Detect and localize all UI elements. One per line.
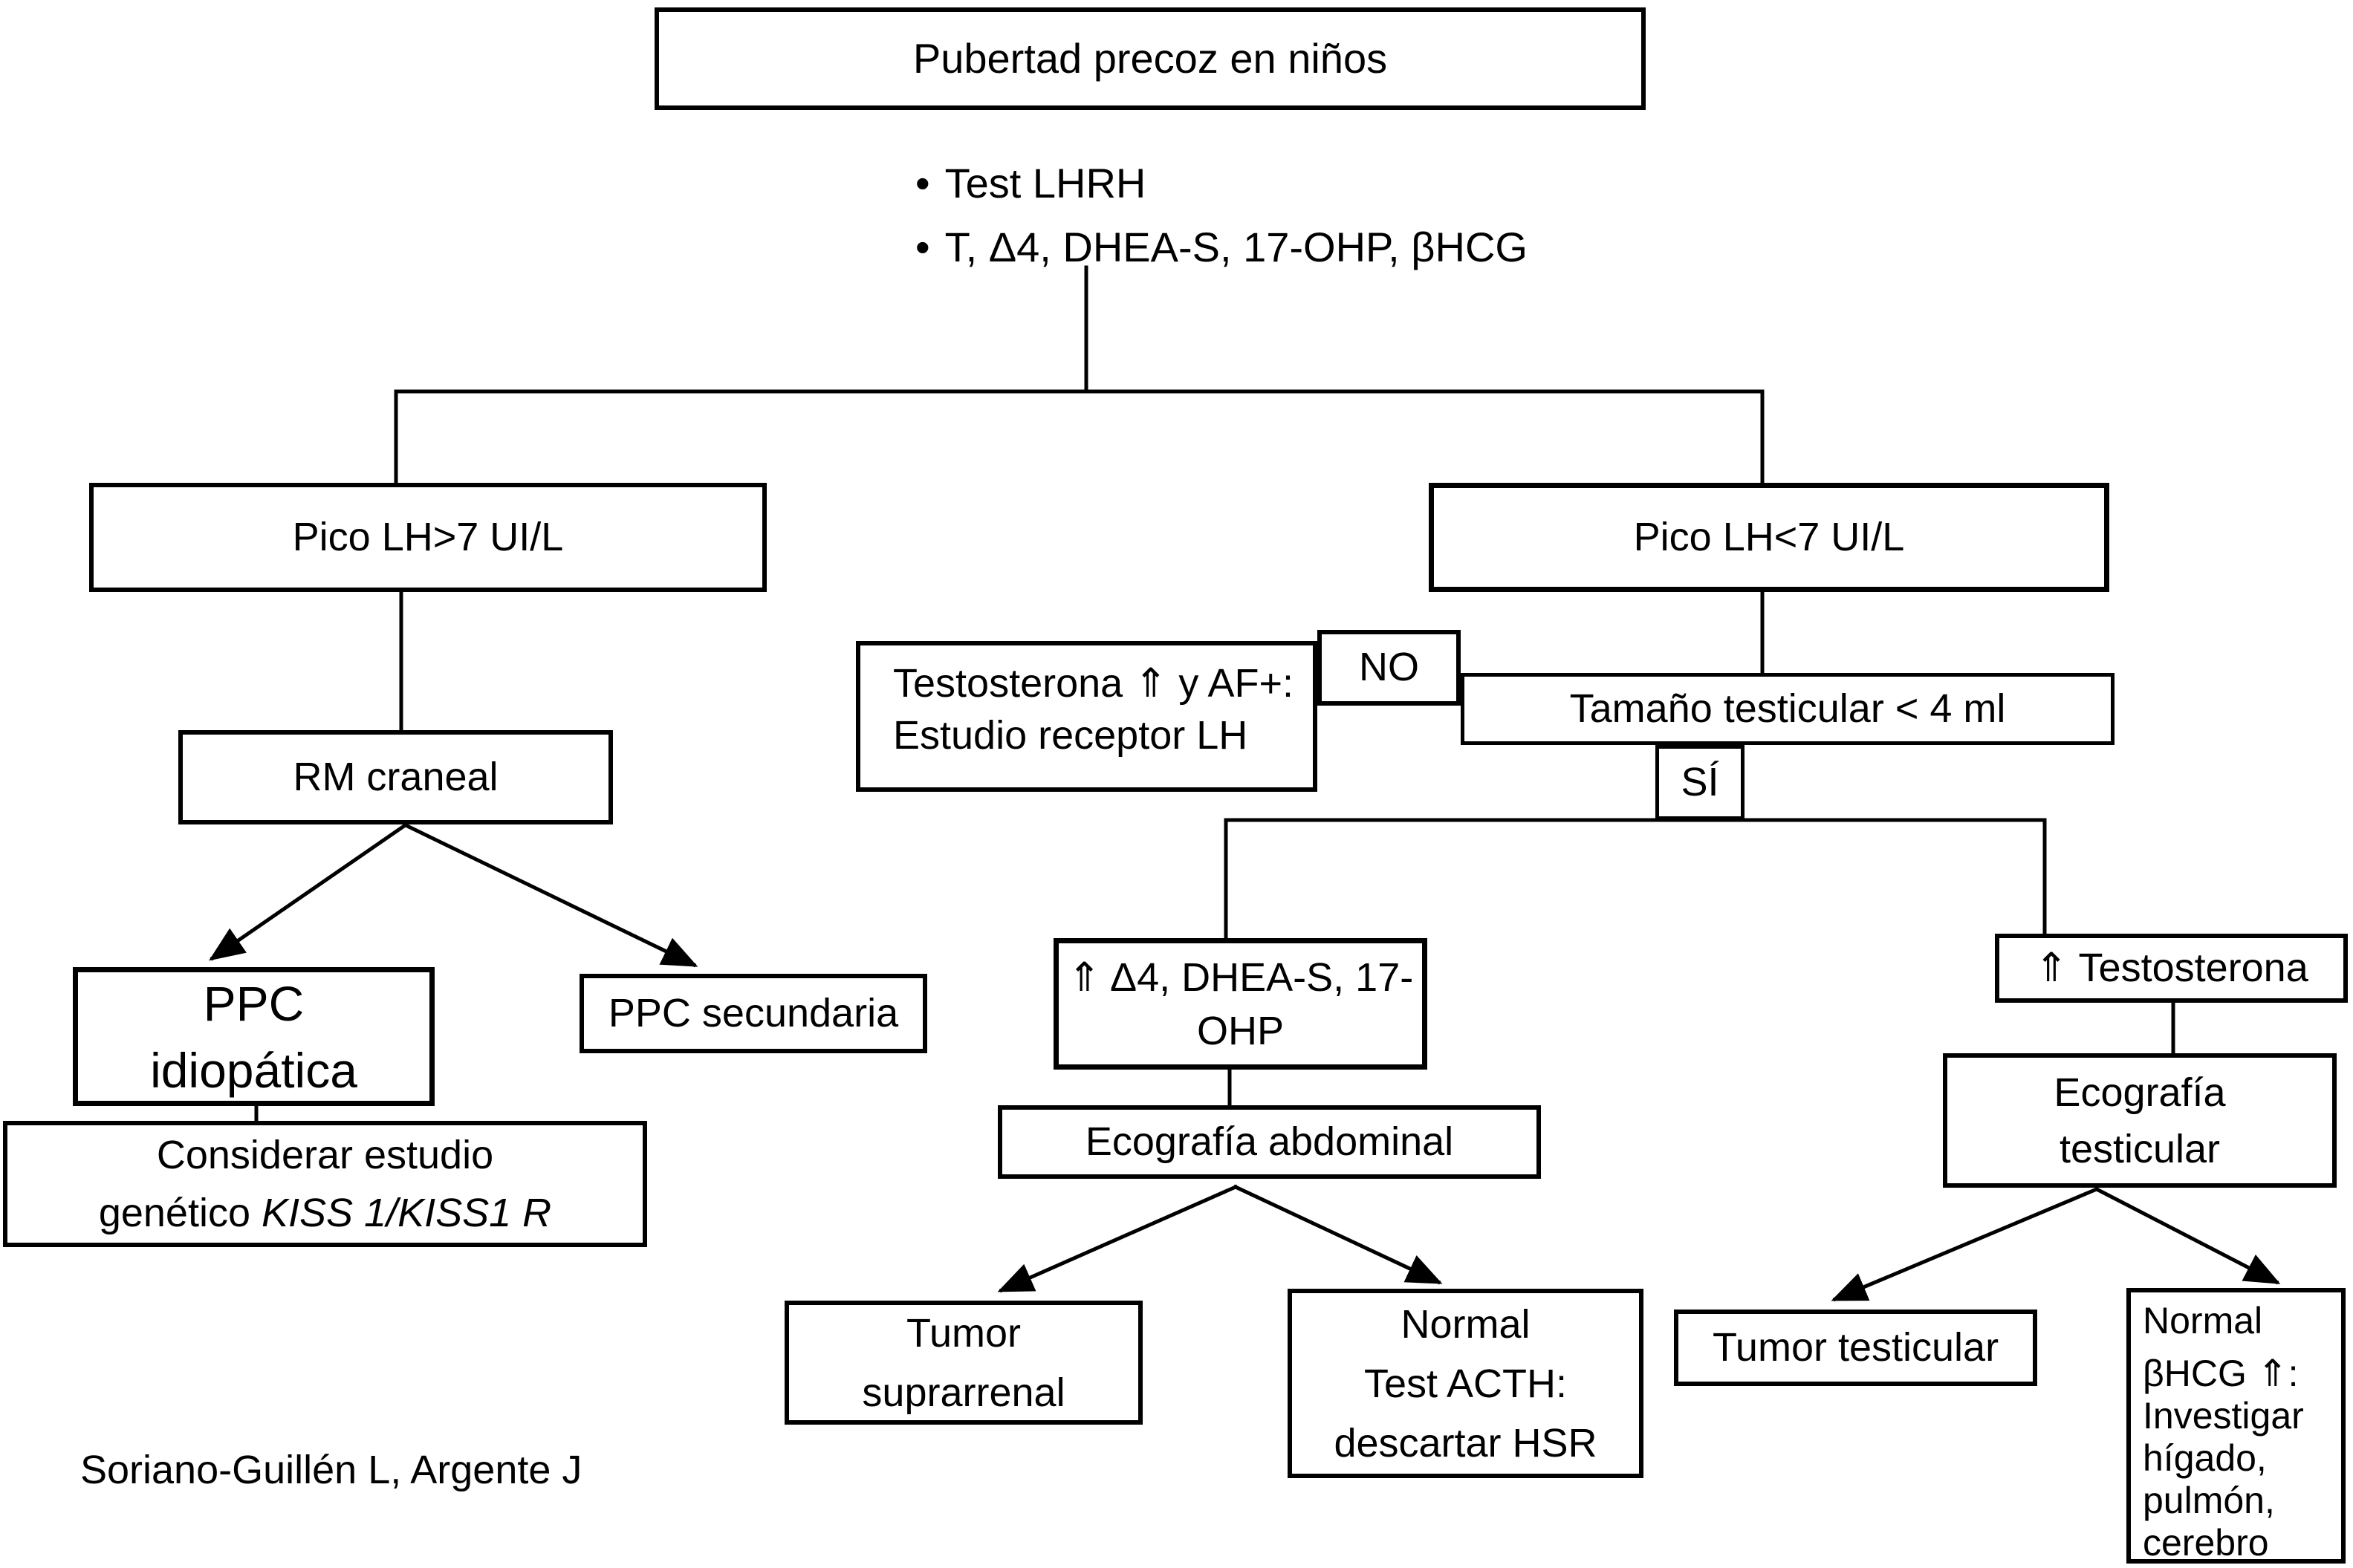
node-pico-lh-menor-7: Pico LH<7 UI/L: [1429, 483, 2109, 592]
node-label-line2: βHCG ⇑:: [2143, 1353, 2299, 1394]
node-label-line2: Test ACTH:: [1363, 1361, 1568, 1406]
node-label-line1: Testosterona ⇑ y AF+:: [893, 661, 1294, 706]
node-tumor-testicular: Tumor testicular: [1674, 1310, 2037, 1386]
node-label: Pico LH<7 UI/L: [1633, 514, 1905, 559]
node-ecografia-abdominal: Ecografía abdominal: [998, 1105, 1541, 1179]
arrow-ecoabd-to-tumorsup: [997, 1184, 1239, 1293]
workup-item-text: Test LHRH: [944, 159, 1146, 206]
node-label-line1: Considerar estudio: [156, 1133, 494, 1177]
node-label: NO: [1359, 645, 1419, 690]
node-label: PPC secundaria: [608, 990, 899, 1035]
node-estudio-receptor-lh: Testosterona ⇑ y AF+: Estudio receptor L…: [856, 641, 1317, 792]
node-label: Pico LH>7 UI/L: [292, 514, 564, 559]
node-pubertad-precoz-title: Pubertad precoz en niños: [655, 7, 1646, 110]
node-label-line5: pulmón,: [2143, 1480, 2275, 1521]
node-normal-bhcg-investigar: Normal βHCG ⇑: Investigar hígado, pulmón…: [2126, 1288, 2346, 1564]
node-considerar-estudio-genetico: Considerar estudio genético KISS 1/KISS1…: [3, 1121, 647, 1247]
arrow-rm-to-secundaria: [404, 823, 698, 968]
node-label: Ecografía abdominal: [1085, 1119, 1454, 1164]
arrow-ecoabd-to-normalacth: [1233, 1184, 1443, 1285]
node-testosterona-elevada: ⇑ Testosterona: [1995, 934, 2348, 1003]
node-label-line1: Normal: [1401, 1301, 1531, 1347]
node-label-line1: Tumor: [906, 1310, 1021, 1356]
node-rm-craneal: RM craneal: [178, 730, 613, 824]
arrow-rm-to-idiopatica: [209, 823, 407, 961]
node-label: RM craneal: [293, 754, 499, 799]
node-label: Tumor testicular: [1712, 1324, 1999, 1370]
node-label-line1: Ecografía: [2054, 1070, 2226, 1115]
node-decision-si: SÍ: [1655, 745, 1745, 820]
workup-item-lhrh: • Test LHRH: [915, 151, 1584, 215]
workup-item-hormones: • T, Δ4, DHEA-S, 17-OHP, βHCG: [915, 215, 1584, 279]
node-label-line3: Investigar: [2143, 1395, 2304, 1437]
node-ppc-idiopatica: PPC idiopática: [73, 967, 435, 1106]
node-pico-lh-mayor-7: Pico LH>7 UI/L: [89, 483, 767, 592]
node-label-line2: OHP: [1196, 1008, 1285, 1053]
node-label-line2: suprarrenal: [862, 1370, 1065, 1415]
node-label-line2-normal: genético: [98, 1191, 262, 1235]
node-label-line6: cerebro: [2143, 1522, 2269, 1564]
title-text: Pubertad precoz en niños: [912, 35, 1388, 82]
node-label-line2: genético KISS 1/KISS1 R: [99, 1184, 551, 1242]
bullet-icon: •: [915, 223, 930, 270]
node-label-line3: descartar HSR: [1334, 1420, 1597, 1465]
node-normal-test-acth: Normal Test ACTH: descartar HSR: [1288, 1289, 1643, 1478]
node-label-line2-italic: KISS 1/KISS1 R: [261, 1191, 552, 1235]
node-label-line1: Normal: [2143, 1300, 2263, 1341]
node-tamano-testicular: Tamaño testicular < 4 ml: [1461, 673, 2115, 745]
node-label: Tamaño testicular < 4 ml: [1569, 686, 2006, 731]
node-ecografia-testicular: Ecografía testicular: [1943, 1053, 2337, 1188]
node-delta4-dheas-17ohp: ⇑ Δ4, DHEA-S, 17- OHP: [1054, 938, 1427, 1070]
workup-item-text: T, Δ4, DHEA-S, 17-OHP, βHCG: [944, 223, 1528, 270]
node-label-line1: PPC: [203, 975, 305, 1031]
bullet-icon: •: [915, 159, 930, 206]
node-label-line1: ⇑ Δ4, DHEA-S, 17-: [1067, 954, 1414, 1000]
node-label: SÍ: [1681, 759, 1719, 804]
node-tumor-suprarrenal: Tumor suprarrenal: [785, 1301, 1143, 1425]
node-label-line2: Estudio receptor LH: [893, 713, 1248, 758]
node-label-line2: idiopática: [150, 1042, 357, 1098]
node-ppc-secundaria: PPC secundaria: [580, 974, 927, 1053]
node-label: ⇑ Testosterona: [2034, 945, 2308, 990]
arrow-ecotest-to-normalbhcg: [2094, 1186, 2281, 1285]
node-label-line2: testicular: [2059, 1126, 2221, 1171]
workup-list: • Test LHRH • T, Δ4, DHEA-S, 17-OHP, βHC…: [915, 151, 1584, 279]
arrow-ecotest-to-tumortest: [1831, 1186, 2100, 1302]
node-label-line4: hígado,: [2143, 1437, 2267, 1479]
node-decision-no: NO: [1317, 630, 1461, 706]
authors-credit: Soriano-Guillén L, Argente J: [80, 1448, 582, 1492]
